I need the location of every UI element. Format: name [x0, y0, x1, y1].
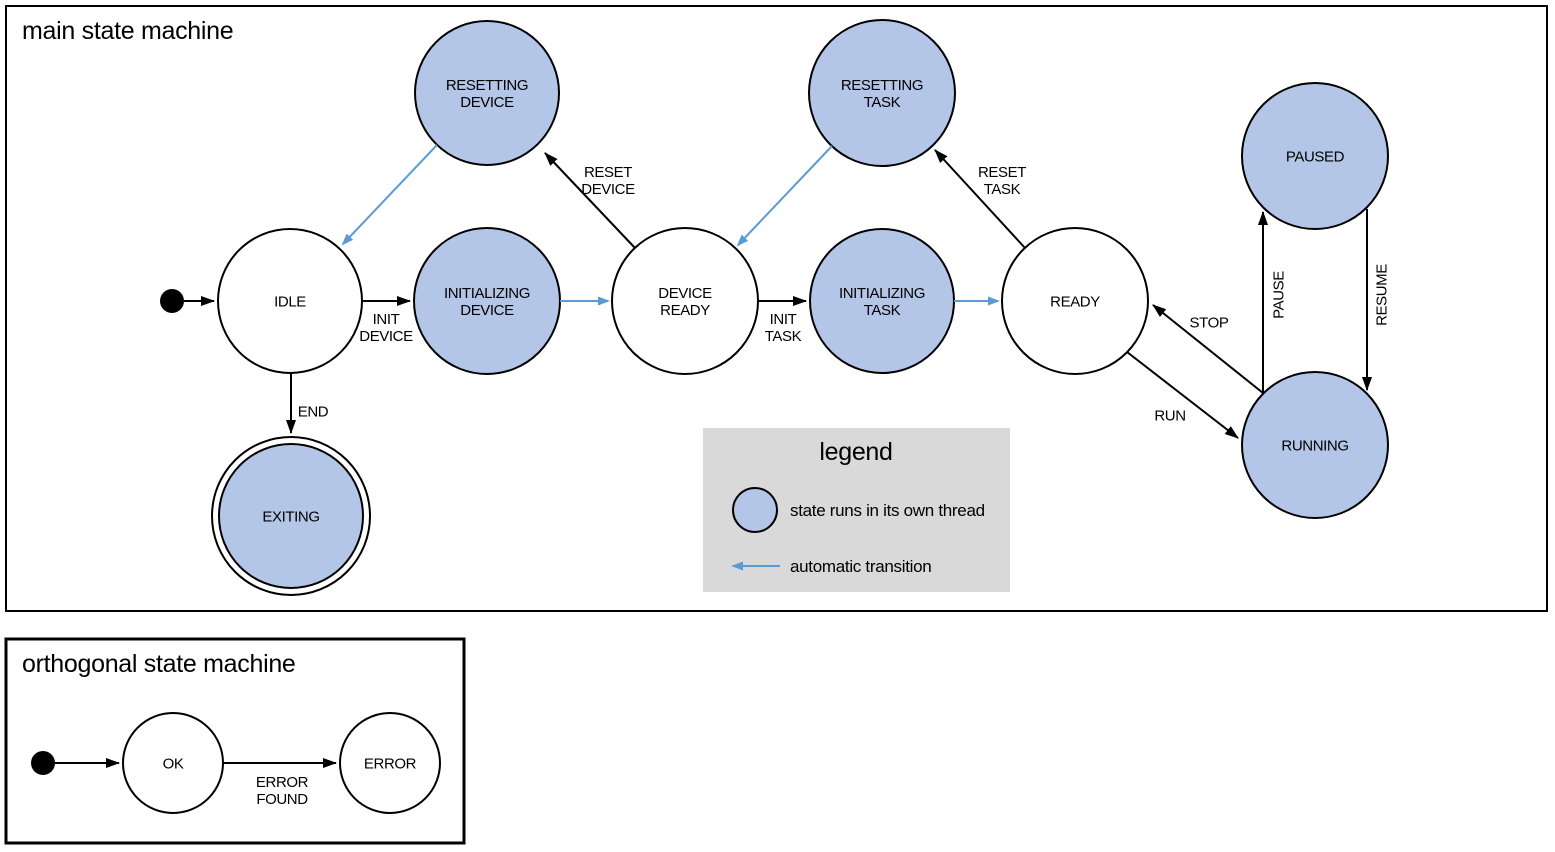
transition-ok-to-error-label-line-1: FOUND: [256, 791, 308, 808]
state-idle-label: IDLE: [274, 294, 306, 311]
legend-title: legend: [819, 438, 892, 466]
state-error: [339, 712, 441, 814]
legend-thread-state-text: state runs in its own thread: [790, 501, 985, 520]
transition-ready-to-running-run: [1126, 351, 1239, 439]
transition-ready-to-running-run-label: RUN: [1154, 408, 1185, 425]
transition-paused-to-running-resume-label: RESUME: [1374, 264, 1391, 326]
transition-idle-to-initializing-device-label-line-1: DEVICE: [359, 328, 413, 345]
transition-idle-to-initializing-device-label-line-0: INIT: [373, 311, 400, 328]
transition-device-ready-to-initializing-task-label-line-0: INIT: [770, 311, 797, 328]
state-running: [1241, 371, 1389, 519]
state-initializing-task-label-line-1: TASK: [864, 302, 901, 319]
state-ready: [1001, 227, 1149, 375]
state-paused: [1241, 82, 1389, 230]
transition-device-ready-to-resetting-device-label-line-1: DEVICE: [581, 181, 635, 198]
transition-paused-to-running-resume-label-line-0: RESUME: [1374, 264, 1391, 326]
state-initializing-task-label-line-0: INITIALIZING: [839, 285, 925, 302]
legend-thread-state-icon: [732, 487, 778, 533]
state-resetting-task-label-line-1: TASK: [864, 94, 901, 111]
main-machine-initial-state-dot: [160, 289, 184, 313]
state-resetting-task-label-line-0: RESETTING: [841, 77, 923, 94]
orthogonal-machine-initial-state-dot: [31, 751, 55, 775]
state-ready-label: READY: [1050, 294, 1100, 311]
transition-resetting-device-to-idle: [341, 144, 438, 246]
state-resetting-device-label-line-1: DEVICE: [460, 94, 514, 111]
state-idle-label-line-0: IDLE: [274, 294, 306, 311]
state-resetting-device: [414, 20, 560, 166]
state-resetting-device-label-line-0: RESETTING: [446, 77, 528, 94]
transition-running-to-ready-stop-label-line-0: STOP: [1190, 315, 1229, 332]
state-exiting-label: EXITING: [262, 509, 319, 526]
state-ok-label-line-0: OK: [163, 756, 184, 773]
transition-running-to-ready-stop: [1152, 304, 1264, 394]
state-exiting-label-line-0: EXITING: [262, 509, 319, 526]
transition-running-to-paused-pause-label-line-0: PAUSE: [1271, 271, 1288, 319]
state-exiting: [218, 443, 364, 589]
transition-device-ready-to-resetting-device: [544, 152, 636, 249]
state-ready-label-line-0: READY: [1050, 294, 1100, 311]
state-resetting-task: [808, 19, 956, 167]
orthogonal-machine-title: orthogonal state machine: [22, 650, 296, 678]
main-machine-title: main state machine: [22, 17, 233, 45]
state-error-label-line-0: ERROR: [364, 756, 417, 773]
transition-idle-to-exiting-label-line-0: END: [298, 404, 329, 421]
state-paused-label: PAUSED: [1286, 149, 1345, 166]
legend-auto-transition-text: automatic transition: [790, 557, 931, 576]
state-running-label-line-0: RUNNING: [1281, 438, 1348, 455]
transition-ready-to-resetting-task: [934, 149, 1026, 249]
transition-running-to-paused-pause-label: PAUSE: [1271, 271, 1288, 319]
transition-resetting-task-to-device-ready: [736, 145, 833, 247]
legend: legend state runs in its own thread automa…: [703, 428, 1010, 592]
state-ok-label: OK: [163, 756, 184, 773]
transition-ok-to-error-label-line-0: ERROR: [256, 774, 309, 791]
transition-ready-to-resetting-task-label-line-1: TASK: [984, 181, 1021, 198]
state-initializing-device-label-line-0: INITIALIZING: [444, 285, 530, 302]
transition-ready-to-resetting-task-label-line-0: RESET: [978, 164, 1026, 181]
state-running-label: RUNNING: [1281, 438, 1348, 455]
state-device-ready-label-line-0: DEVICE: [658, 285, 712, 302]
state-paused-label-line-0: PAUSED: [1286, 149, 1345, 166]
transition-ready-to-running-run-label-line-0: RUN: [1154, 408, 1185, 425]
state-device-ready-label-line-1: READY: [660, 302, 710, 319]
state-error-label: ERROR: [364, 756, 417, 773]
transition-device-ready-to-resetting-device-label-line-0: RESET: [584, 164, 632, 181]
transition-idle-to-exiting-label: END: [298, 404, 329, 421]
state-initializing-device-label-line-1: DEVICE: [460, 302, 514, 319]
transition-device-ready-to-initializing-task-label-line-1: TASK: [765, 328, 802, 345]
transition-running-to-ready-stop-label: STOP: [1190, 315, 1229, 332]
